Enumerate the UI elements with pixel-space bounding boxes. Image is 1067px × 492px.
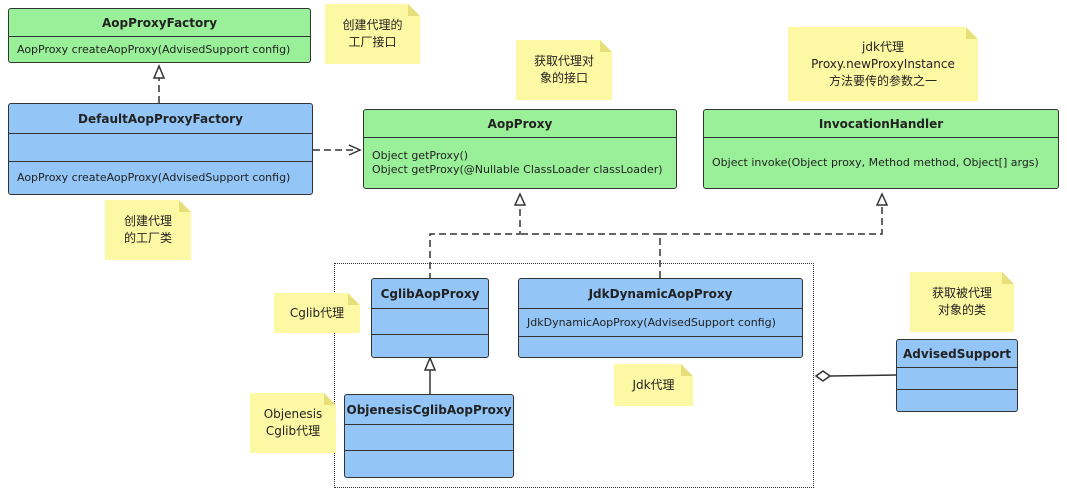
arrowhead-cglib <box>423 356 437 371</box>
methods-compartment: AopProxy createAopProxy(AdvisedSupport c… <box>9 162 312 194</box>
note-jdk-param: jdk代理 Proxy.newProxyInstance 方法要传的参数之一 <box>788 27 978 101</box>
note-line: 对象的类 <box>937 303 986 317</box>
class-name: DefaultAopProxyFactory <box>9 104 312 134</box>
methods-compartment: AopProxy createAopProxy(AdvisedSupport c… <box>9 37 310 62</box>
note-line: 创建代理 <box>123 214 172 228</box>
method-create-aop-proxy: AopProxy createAopProxy(AdvisedSupport c… <box>17 171 291 184</box>
class-objenesis-cglib-aop-proxy[interactable]: ObjenesisCglibAopProxy <box>344 394 514 478</box>
constructor-jdk-dynamic-aop-proxy: JdkDynamicAopProxy(AdvisedSupport config… <box>527 315 776 329</box>
class-name: CglibAopProxy <box>372 279 488 309</box>
note-line: jdk代理 <box>862 39 904 54</box>
class-name: InvocationHandler <box>704 110 1058 138</box>
methods-compartment: JdkDynamicAopProxy(AdvisedSupport config… <box>519 309 802 337</box>
class-invocation-handler[interactable]: InvocationHandler Object invoke(Object p… <box>703 109 1059 189</box>
class-name: AdvisedSupport <box>897 340 1017 368</box>
method-invoke: Object invoke(Object proxy, Method metho… <box>712 156 1039 169</box>
note-objenesis: Objenesis Cglib代理 <box>250 393 336 453</box>
note-line: Objenesis <box>263 407 323 421</box>
note-line: Jdk代理 <box>632 377 675 392</box>
note-advised: 获取被代理 对象的类 <box>910 272 1014 332</box>
methods-compartment: Object getProxy() Object getProxy(@Nulla… <box>364 138 676 188</box>
extra-compartment <box>519 337 802 357</box>
note-line: 获取代理对 <box>533 54 594 68</box>
arrowhead-invocationhandler <box>875 192 889 206</box>
class-name: JdkDynamicAopProxy <box>519 279 802 309</box>
note-cglib: Cglib代理 <box>274 293 360 333</box>
note-line: Proxy.newProxyInstance <box>811 56 955 71</box>
fields-compartment <box>372 309 488 335</box>
note-factory-interface: 创建代理的 工厂接口 <box>325 4 420 64</box>
proxy-implementations-frame <box>334 263 814 488</box>
note-line: 象的接口 <box>539 71 588 85</box>
method-get-proxy: Object getProxy() <box>372 149 469 162</box>
class-name: AopProxy <box>364 110 676 138</box>
note-proxy-interface: 获取代理对 象的接口 <box>516 40 612 100</box>
note-line: 方法要传的参数之一 <box>828 73 937 88</box>
method-create-aop-proxy: AopProxy createAopProxy(AdvisedSupport c… <box>17 42 291 56</box>
class-name: AopProxyFactory <box>9 9 310 37</box>
note-line: 获取被代理 <box>931 286 992 300</box>
note-factory-class: 创建代理 的工厂类 <box>105 200 191 260</box>
arrowhead-factory <box>152 64 166 79</box>
note-jdk: Jdk代理 <box>614 364 693 406</box>
fields-compartment <box>9 134 312 162</box>
class-advised-support[interactable]: AdvisedSupport <box>896 339 1018 412</box>
methods-compartment <box>345 451 513 477</box>
fields-compartment <box>897 368 1017 390</box>
method-get-proxy-classloader: Object getProxy(@Nullable ClassLoader cl… <box>372 163 663 176</box>
note-line: 的工厂类 <box>123 231 172 245</box>
methods-compartment: Object invoke(Object proxy, Method metho… <box>704 138 1058 188</box>
methods-compartment <box>372 335 488 357</box>
arrowhead-dependency <box>348 144 362 156</box>
note-line: 工厂接口 <box>348 35 397 49</box>
class-aop-proxy-factory[interactable]: AopProxyFactory AopProxy createAopProxy(… <box>8 8 311 63</box>
note-line: Cglib代理 <box>265 424 321 438</box>
association-advised-support <box>829 374 897 377</box>
class-jdk-dynamic-aop-proxy[interactable]: JdkDynamicAopProxy JdkDynamicAopProxy(Ad… <box>518 278 803 358</box>
class-default-aop-proxy-factory[interactable]: DefaultAopProxyFactory AopProxy createAo… <box>8 103 313 195</box>
class-cglib-aop-proxy[interactable]: CglibAopProxy <box>371 278 489 358</box>
arrowhead-aopproxy <box>513 192 527 206</box>
fields-compartment <box>345 425 513 451</box>
realization-jdk-to-invocationhandler <box>660 205 883 235</box>
class-name: ObjenesisCglibAopProxy <box>345 395 513 425</box>
methods-compartment <box>897 390 1017 411</box>
class-aop-proxy[interactable]: AopProxy Object getProxy() Object getPro… <box>363 109 677 189</box>
note-line: Cglib代理 <box>289 305 345 320</box>
realization-cglib-to-aopproxy <box>429 205 521 280</box>
aggregation-diamond <box>814 370 832 382</box>
note-line: 创建代理的 <box>342 18 403 32</box>
